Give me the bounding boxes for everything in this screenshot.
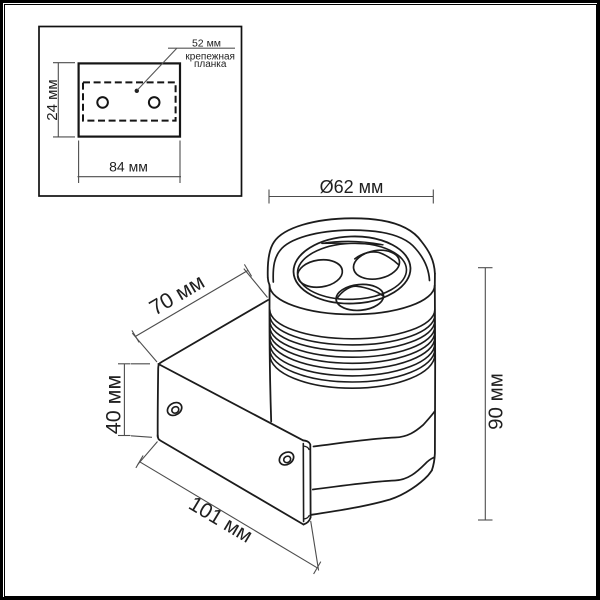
svg-text:52 мм: 52 мм xyxy=(192,37,221,49)
svg-text:70 мм: 70 мм xyxy=(145,270,208,321)
svg-text:Ø62 мм: Ø62 мм xyxy=(320,177,384,197)
svg-text:84 мм: 84 мм xyxy=(109,158,148,174)
svg-text:24 мм: 24 мм xyxy=(44,79,61,120)
svg-text:90 мм: 90 мм xyxy=(485,373,508,430)
svg-text:40 мм: 40 мм xyxy=(102,375,126,434)
svg-text:крепежная: крепежная xyxy=(185,52,235,63)
svg-text:планка: планка xyxy=(194,59,227,70)
svg-text:101 мм: 101 мм xyxy=(185,492,257,548)
